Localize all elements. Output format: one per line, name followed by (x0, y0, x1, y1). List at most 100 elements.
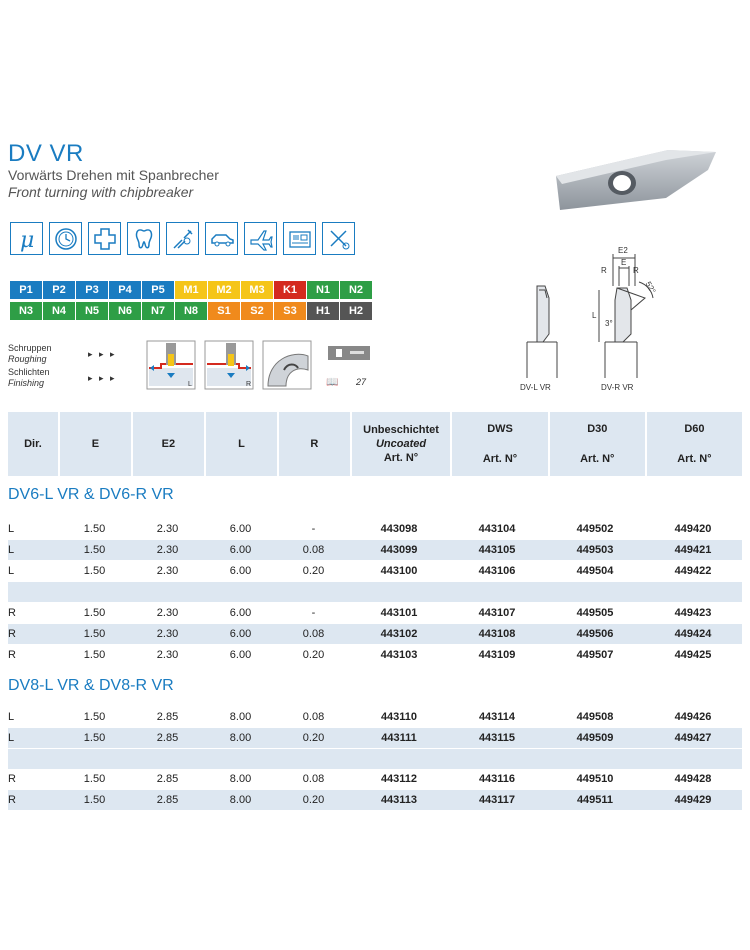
material-grade-p3: P3 (76, 281, 108, 299)
table-cell: 6.00 (229, 565, 252, 577)
table-cell: 449510 (576, 773, 614, 785)
material-grade-s2: S2 (241, 302, 273, 320)
material-grade-h2: H2 (340, 302, 372, 320)
angle-52: 52° (644, 280, 658, 295)
dv-r-label: DV-R VR (601, 383, 634, 392)
table-cell: 6.00 (229, 628, 252, 640)
right-label: R (246, 381, 251, 388)
table-cell: 8.00 (229, 711, 252, 723)
finishing-arrows: ▸ ▸ ▸ (88, 372, 117, 383)
table-cell: 443105 (478, 544, 516, 556)
table-cell: 443106 (478, 565, 516, 577)
r-dim-right: R (633, 266, 639, 275)
spacer-row (8, 582, 742, 602)
table-cell: 2.30 (156, 523, 179, 535)
angle-3: 3° (605, 319, 613, 328)
table-cell: 443111 (381, 732, 417, 744)
table-cell: 449429 (674, 794, 712, 806)
table-cell: 2.30 (156, 607, 179, 619)
table-cell: 443098 (380, 523, 418, 535)
table-cell: 443108 (478, 628, 516, 640)
table-cell: 8.00 (229, 794, 252, 806)
table-cell: 449421 (674, 544, 712, 556)
table-cell: 1.50 (83, 565, 106, 577)
table-cell: 449506 (576, 628, 614, 640)
material-grade-s3: S3 (274, 302, 306, 320)
table-cell: 0.20 (302, 794, 325, 806)
table-cell: 1.50 (83, 523, 106, 535)
table-cell: 0.08 (302, 628, 325, 640)
table-cell: 449505 (576, 607, 614, 619)
svg-text:📖: 📖 (326, 377, 338, 388)
table-cell: 1.50 (83, 544, 106, 556)
table-cell: 1.50 (83, 732, 106, 744)
table-cell: 2.30 (156, 628, 179, 640)
table-cell: 2.30 (156, 649, 179, 661)
table-cell: 0.20 (302, 565, 325, 577)
table-cell: 1.50 (83, 628, 106, 640)
roughing-label-de: Schruppen (8, 343, 52, 353)
tools-cross-icon (322, 222, 355, 255)
col-uncoated: Unbeschichtet Uncoated Art. N° (350, 412, 453, 476)
table-cell: 1.50 (83, 773, 106, 785)
section-title: DV8-L VR & DV8-R VR (8, 677, 174, 694)
roughing-label-en: Roughing (8, 354, 47, 364)
table-cell: 443103 (380, 649, 418, 661)
table-cell: 1.50 (83, 649, 106, 661)
table-cell: 443113 (380, 794, 418, 806)
table-cell: R (8, 794, 16, 806)
right-turning-icon: R (204, 340, 254, 390)
material-grade-m2: M2 (208, 281, 240, 299)
table-cell: 449428 (674, 773, 712, 785)
medical-cross-icon (88, 222, 121, 255)
finishing-label-en: Finishing (8, 378, 45, 388)
application-icons: L R 📖 27 (146, 340, 370, 390)
table-cell: 443109 (478, 649, 516, 661)
table-cell: 443110 (380, 711, 418, 723)
material-grade-h1: H1 (307, 302, 339, 320)
table-cell: 443101 (380, 607, 418, 619)
r-dim-left: R (601, 266, 607, 275)
table-cell: 443102 (380, 628, 418, 640)
finishing-label-de: Schlichten (8, 367, 50, 377)
dv-l-label: DV-L VR (520, 383, 551, 392)
table-cell: 0.20 (302, 732, 325, 744)
table-cell: 443116 (478, 773, 516, 785)
left-turning-icon: L (146, 340, 196, 390)
section-title: DV6-L VR & DV6-R VR (8, 486, 174, 503)
table-cell: 1.50 (83, 794, 106, 806)
table-cell: 449511 (576, 794, 614, 806)
table-cell: 443099 (380, 544, 418, 556)
mu-micro-icon: μ (10, 222, 43, 255)
table-cell: 443104 (478, 523, 516, 535)
insert-technical-drawing: DV-L VR E2 E R R L 52° 3° DV-R VR (520, 246, 658, 392)
e2-dim: E2 (618, 246, 628, 255)
e-dim: E (621, 258, 626, 267)
material-grade-p2: P2 (43, 281, 75, 299)
table-cell: 1.50 (83, 711, 106, 723)
table-cell: 0.08 (302, 711, 325, 723)
airplane-icon (244, 222, 277, 255)
table-cell: 0.20 (302, 649, 325, 661)
table-cell: 449422 (674, 565, 712, 577)
material-grade-n5: N5 (76, 302, 108, 320)
page-reference-icon: 📖 27 (326, 346, 370, 388)
material-grade-n7: N7 (142, 302, 174, 320)
material-grade-n4: N4 (43, 302, 75, 320)
table-cell: L (8, 711, 15, 723)
table-cell: 1.50 (83, 607, 106, 619)
table-cell: 449425 (674, 649, 712, 661)
table-cell: 2.85 (156, 794, 179, 806)
material-grade-k1: K1 (274, 281, 306, 299)
col-l: L (205, 412, 279, 476)
table-cell: 8.00 (229, 732, 252, 744)
table-cell: 2.85 (156, 732, 179, 744)
table-cell: 443112 (380, 773, 418, 785)
car-icon (205, 222, 238, 255)
material-grade-n8: N8 (175, 302, 207, 320)
